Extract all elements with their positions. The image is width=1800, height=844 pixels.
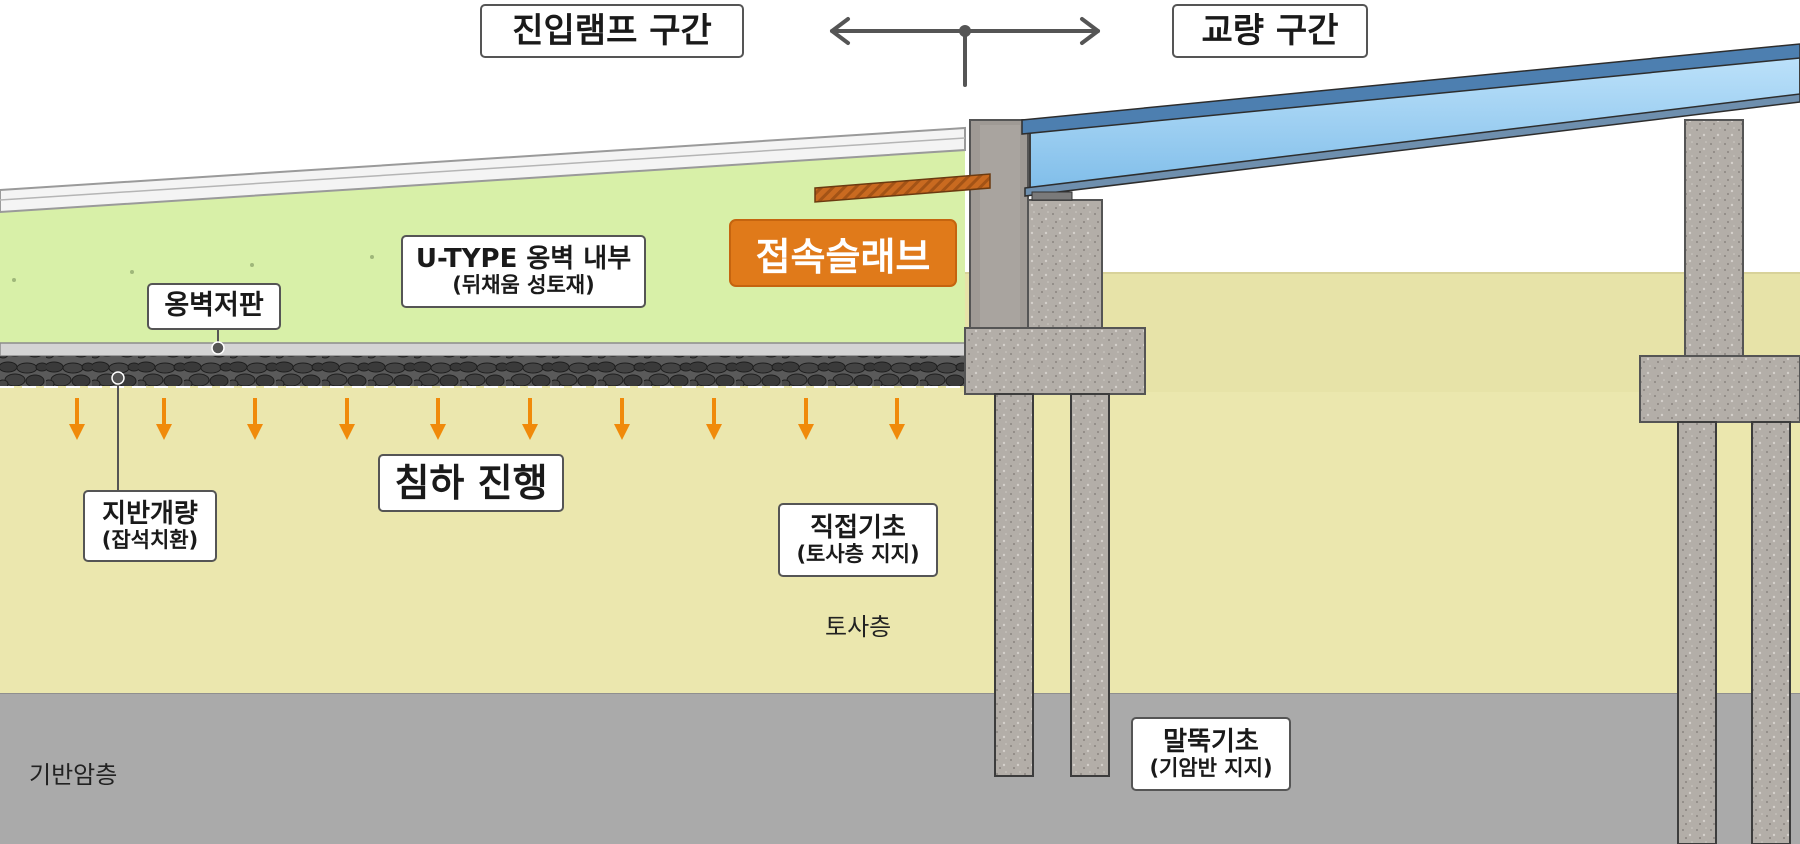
retaining-wall-interior-sub: (뒤채움 성토재) [452,273,595,298]
pier-footing [1639,355,1800,423]
section-label-ramp: 진입램프 구간 [480,4,744,58]
abutment-footing [964,327,1146,395]
direct-foundation-title: 직접기초 [810,512,906,543]
direct-foundation-label: 직접기초 (토사층 지지) [778,503,938,577]
wall-base-slab [0,342,966,357]
pier-column [1684,119,1744,361]
ground-improvement-sub: (잡석치환) [101,527,199,552]
gravel-layer [0,356,965,386]
road-surface [0,126,966,214]
pile-foundation-title: 말뚝기초 [1163,726,1259,757]
girder-bottom-flange [1024,93,1800,197]
pier-pile [1751,421,1791,844]
retaining-wall-interior-title: U-TYPE 옹벽 내부 [415,244,632,275]
settlement-arrows [69,398,905,440]
bedrock-layer-label: 기반암층 [29,761,118,789]
ground-improvement-label: 지반개량 (잡석치환) [83,490,217,562]
direct-foundation-sub: (토사층 지지) [796,541,920,566]
pile-foundation-sub: (기암반 지지) [1149,755,1273,780]
abutment-pile [1070,393,1110,777]
girder-top-flange [1021,43,1800,135]
ground-improvement-title: 지반개량 [102,498,198,529]
section-label-bridge: 교량 구간 [1172,4,1368,58]
abutment-pile [994,393,1034,777]
pile-foundation-label: 말뚝기초 (기암반 지지) [1131,717,1291,791]
abutment-back [1027,199,1103,335]
pier-pile [1677,421,1717,844]
wall-base-slab-label: 옹벽저판 [147,283,281,330]
bridge-bearing [1031,191,1073,201]
soil-layer-label: 토사층 [825,613,892,641]
approach-slab-label: 접속슬래브 [729,219,957,287]
settlement-label: 침하 진행 [378,454,564,512]
approach-slab-bar [814,173,991,203]
bedrock-layer [0,692,1800,844]
retaining-wall-interior-label: U-TYPE 옹벽 내부 (뒤채움 성토재) [401,235,646,308]
